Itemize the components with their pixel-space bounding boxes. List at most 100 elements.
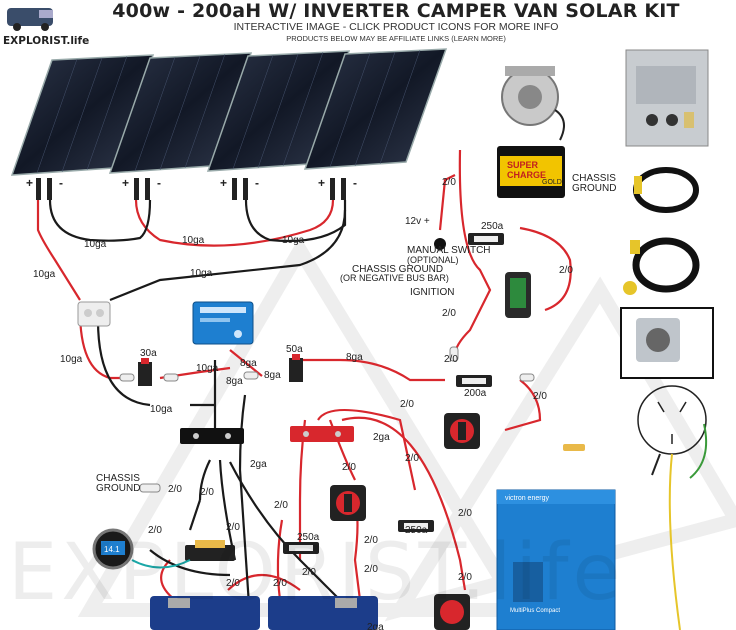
fuse-250a-right[interactable]: [398, 520, 434, 532]
positive-marker: +: [318, 176, 325, 190]
positive-bus-bar[interactable]: [290, 426, 354, 442]
cable-size-label: 2/0: [302, 567, 316, 578]
breaker-rating-label: 30a: [140, 348, 157, 359]
cable-size-label: 2/0: [273, 578, 287, 589]
inverter-model-text: MultiPlus Compact: [510, 608, 560, 614]
chassis-ground-label: GROUND: [96, 483, 140, 494]
cable-size-label: 2/0: [364, 535, 378, 546]
wire-gauge-label: 10ga: [282, 235, 305, 246]
wire-gauge-label: 2ga: [367, 622, 384, 630]
cable-size-label: 2/0: [442, 177, 456, 188]
wire-gauge-label: 10ga: [182, 235, 205, 246]
inline-fuse[interactable]: [563, 444, 585, 451]
fuse-rating-label: 250a: [297, 532, 320, 543]
cable-size-label: 2/0: [226, 522, 240, 533]
chassis-ground-label: GROUND: [572, 183, 616, 194]
page-subtitle: INTERACTIVE IMAGE - CLICK PRODUCT ICONS …: [233, 21, 559, 33]
alternator[interactable]: [501, 66, 559, 126]
battery-isolator[interactable]: [505, 272, 531, 318]
ignition-label: IGNITION: [410, 287, 454, 298]
shore-power-transfer-box[interactable]: [625, 49, 709, 147]
cable-size-label: 2/0: [458, 508, 472, 519]
manual-switch-label: MANUAL SWITCH: [407, 245, 491, 256]
battery-brand-text: GOLD: [542, 179, 562, 186]
wire-gauge-label: 2ga: [373, 432, 390, 443]
wire-gauge-label: 10ga: [190, 268, 213, 279]
cable-size-label: 2/0: [559, 265, 573, 276]
ring-terminals: [119, 346, 535, 493]
manual-override-switch[interactable]: [434, 238, 446, 250]
wire-gauge-label: 10ga: [33, 269, 56, 280]
extension-cord[interactable]: [633, 167, 699, 213]
negative-bus-bar[interactable]: [180, 428, 244, 444]
positive-marker: +: [26, 176, 33, 190]
starter-battery[interactable]: [497, 146, 565, 198]
cable-size-label: 2/0: [148, 525, 162, 536]
cable-size-label: 2/0: [458, 572, 472, 583]
wire-gauge-label: 8ga: [264, 370, 281, 381]
house-battery[interactable]: [150, 596, 260, 630]
monitor-reading: 14.1: [104, 545, 120, 554]
solar-panel[interactable]: [303, 48, 448, 170]
breaker-50a[interactable]: [289, 354, 303, 382]
fuse-200a[interactable]: [456, 375, 492, 387]
fuse-250a-left[interactable]: [283, 542, 319, 554]
cable-size-label: 2/0: [533, 391, 547, 402]
12v-label: 12v +: [405, 216, 430, 227]
chassis-ground-label: CHASSIS: [96, 473, 140, 484]
cable-size-label: 2/0: [442, 308, 456, 319]
brand-logo[interactable]: EXPLORIST.life: [3, 35, 90, 47]
battery-brand-text: CHARGE: [507, 170, 546, 180]
wire-gauge-label: 10ga: [60, 354, 83, 365]
ac-hot-wire: [651, 453, 661, 476]
yellow-ac-wire: [668, 453, 681, 630]
cable-size-label: 2/0: [274, 500, 288, 511]
breaker-rating-label: 50a: [286, 344, 303, 355]
wire-gauge-label: 10ga: [84, 239, 107, 250]
battery-disconnect-switch[interactable]: [330, 485, 366, 521]
affiliate-note[interactable]: PRODUCTS BELOW MAY BE AFFILIATE LINKS (L…: [286, 34, 506, 43]
battery-shunt[interactable]: [185, 540, 235, 561]
fuse-250a-top[interactable]: [468, 233, 504, 245]
panel-mc4-connectors: [36, 178, 346, 200]
cable-size-label: 2/0: [400, 399, 414, 410]
alternator-ground-wire: [554, 109, 565, 141]
wire-gauge-label: 8ga: [240, 358, 257, 369]
negative-marker: -: [59, 176, 63, 190]
chassis-bus-label: CHASSIS GROUND: [352, 264, 443, 275]
fuse-rating-label: 250a: [481, 221, 504, 232]
mppt-charge-controller[interactable]: [192, 301, 254, 345]
battery-disconnect-switch[interactable]: [444, 413, 480, 449]
panel-cell-grid: [36, 49, 421, 174]
cable-size-label: 2/0: [168, 484, 182, 495]
page-title: 400w - 200aH W/ INVERTER CAMPER VAN SOLA…: [112, 0, 680, 22]
cable-size-label: 2/0: [405, 453, 419, 464]
positive-marker: +: [220, 176, 227, 190]
cable-size-label: 2/0: [444, 354, 458, 365]
mc4-branch-connector[interactable]: [77, 301, 111, 327]
monitor-cable: [131, 559, 191, 569]
positive-marker: +: [122, 176, 129, 190]
battery-disconnect-switch[interactable]: [434, 594, 470, 630]
chassis-ground-label: CHASSIS: [572, 173, 616, 184]
house-battery[interactable]: [268, 596, 378, 630]
battery-brand-text: SUPER: [507, 160, 539, 170]
battery-monitor[interactable]: [92, 528, 134, 570]
watermark-text: EXPLORIST.life: [8, 528, 625, 618]
wire-gauge-label: 2ga: [250, 459, 267, 470]
inverter-brand-text: victron energy: [505, 495, 549, 502]
chassis-bus-note: (OR NEGATIVE BUS BAR): [340, 273, 449, 283]
breaker-30a[interactable]: [138, 358, 152, 386]
cable-size-label: 2/0: [200, 487, 214, 498]
cable-size-label: 2/0: [342, 462, 356, 473]
shore-power-inlet[interactable]: [620, 307, 714, 379]
shore-power-cord[interactable]: [623, 237, 700, 295]
cable-size-label: 2/0: [226, 578, 240, 589]
inverter-charger[interactable]: [496, 489, 616, 630]
negative-wires: [48, 199, 361, 621]
fuse-rating-label: 200a: [464, 388, 487, 399]
manual-switch-note: (OPTIONAL): [407, 255, 459, 265]
negative-marker: -: [255, 176, 259, 190]
